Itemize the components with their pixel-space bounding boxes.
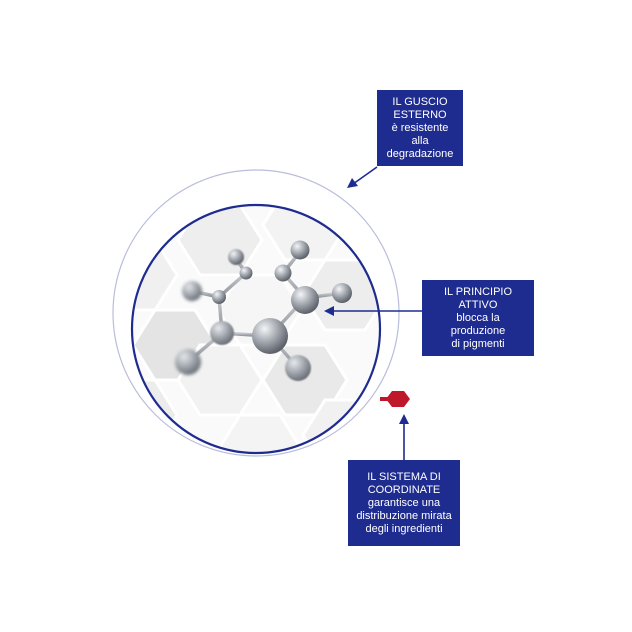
atom [290, 240, 310, 260]
label-coordinate-system: IL SISTEMA DI COORDINATE garantisce una … [348, 460, 460, 546]
atom [252, 318, 288, 354]
label-title: IL SISTEMA DI [367, 470, 441, 483]
atom [285, 355, 311, 381]
atom [291, 286, 319, 314]
atom [332, 283, 352, 303]
label-outer-shell: IL GUSCIO ESTERNO è resistente alla degr… [377, 90, 463, 166]
arrow-outer-shell [352, 166, 378, 185]
atom [182, 281, 202, 301]
label-desc: garantisce una [367, 496, 441, 509]
label-desc: degli ingredienti [365, 522, 443, 535]
atom [212, 290, 226, 304]
label-title: IL GUSCIO [392, 95, 448, 108]
atom [210, 321, 234, 345]
molecule-atoms [175, 240, 352, 381]
atom [228, 249, 244, 265]
label-active-principle: IL PRINCIPIO ATTIVO blocca la produzione… [422, 280, 534, 356]
label-desc: è resistente alla [391, 121, 449, 147]
atom [175, 349, 201, 375]
atom [239, 266, 253, 280]
label-title: ATTIVO [458, 298, 498, 311]
label-title: IL PRINCIPIO [443, 285, 513, 298]
label-desc: blocca la produzione [450, 311, 506, 337]
coordinate-marker-icon [380, 391, 410, 407]
label-desc: distribuzione mirata [356, 509, 452, 522]
label-title: COORDINATE [367, 483, 441, 496]
inner-capsule-ring [130, 203, 382, 455]
label-title: ESTERNO [393, 108, 447, 121]
callout-arrows [324, 166, 422, 460]
label-desc: di pigmenti [451, 337, 505, 350]
atom [274, 264, 292, 282]
label-desc: degradazione [386, 147, 454, 160]
